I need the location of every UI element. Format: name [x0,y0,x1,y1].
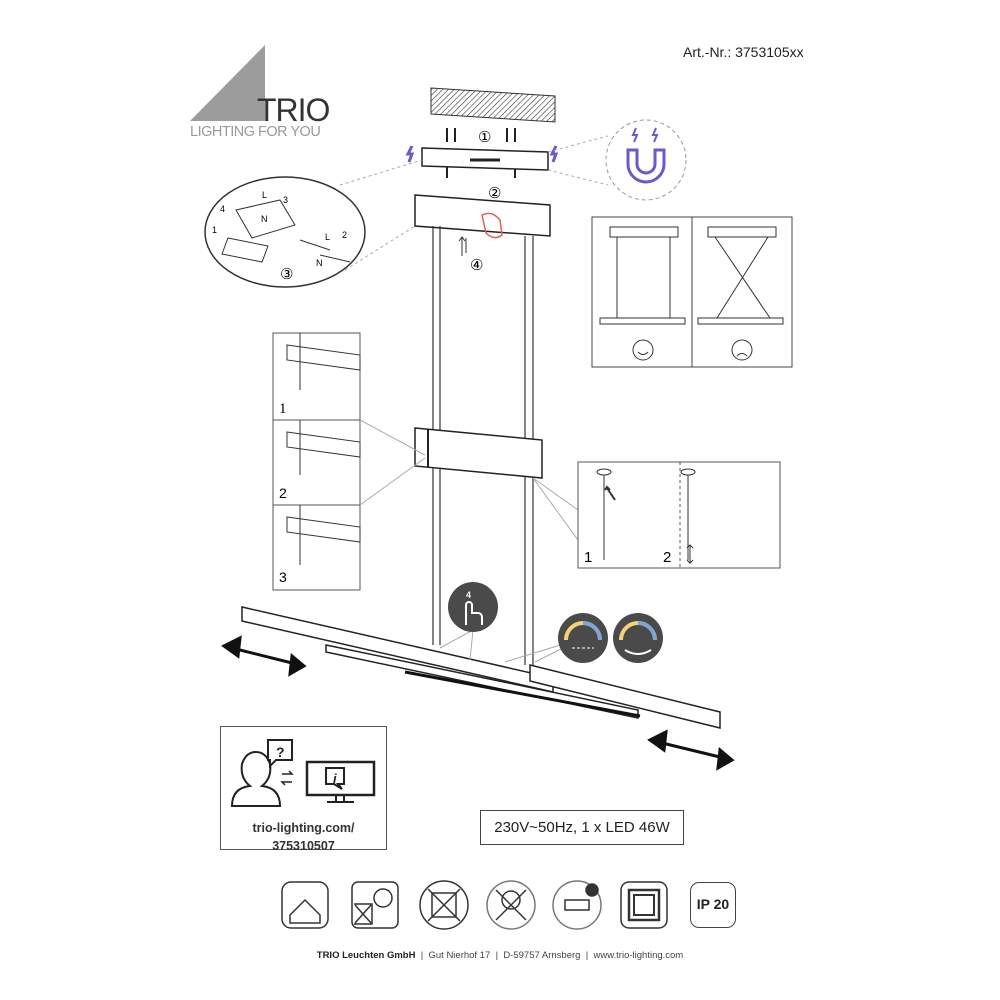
svg-text:2: 2 [663,549,671,566]
footer: TRIO Leuchten GmbH | Gut Nierhof 17 | D-… [316,950,684,961]
footer-address: Gut Nierhof 17 [428,950,491,961]
extend-arrow-left [221,635,307,677]
color-temperature-icon [558,613,608,663]
indoor-use-icon [281,881,329,929]
ip-rating-icon: IP 20 [690,882,736,928]
release-cable-panel [577,461,781,569]
protection-class-2-icon [620,881,668,929]
magnet-bolt-right [549,145,559,163]
no-dimmer-icon [351,881,399,929]
question-bubble-icon [267,739,293,769]
step-1-label: ① [478,129,491,146]
cable-adjust-panel [272,332,361,591]
height-adjuster-bracket [414,427,543,479]
wiring-detail-ellipse [204,176,366,288]
smile-icon [632,339,654,361]
magnet-icon [626,148,666,184]
svg-text:4: 4 [466,590,471,600]
svg-text:i: i [333,771,337,786]
step-3-label: ③ [280,266,293,283]
logo-triangle [190,45,265,121]
monitor-info-icon [305,760,376,797]
footer-company: TRIO Leuchten GmbH [316,950,416,961]
support-icons: ? i [230,739,376,807]
led-not-replaceable-icon [486,880,536,930]
svg-text:?: ? [276,744,285,760]
magnet-detail-circle [605,119,687,201]
symbol-icons [281,880,668,930]
terminal-block [221,199,351,263]
dowels-screws [446,128,516,178]
svg-text:3: 3 [283,195,288,205]
logo-brand: TRIO [257,92,330,128]
svg-text:3: 3 [279,569,287,585]
info-url-line1[interactable]: trio-lighting.com/ [252,821,355,835]
ceiling-plate [430,87,556,123]
svg-text:N: N [261,214,268,224]
svg-text:L: L [262,190,267,200]
remote-control-icon [552,880,602,930]
svg-text:L: L [325,232,330,242]
svg-text:2: 2 [279,485,287,501]
svg-text:2: 2 [342,230,347,240]
footer-website[interactable]: www.trio-lighting.com [593,950,684,961]
svg-text:1: 1 [279,401,287,417]
electrical-spec: 230V~50Hz, 1 x LED 46W [480,810,684,845]
extend-arrow-right [647,729,735,771]
svg-text:4: 4 [220,204,225,214]
step-2-label: ② [488,185,501,202]
svg-text:N: N [316,258,323,268]
not-on-flammable-surface-icon [419,880,469,930]
magnet-bolt-left [405,145,415,163]
step-4-label: ④ [470,257,483,274]
user-icon [230,750,282,807]
article-number: Art.-Nr.: 3753105xx [683,44,804,60]
hand-icon [481,212,503,239]
svg-text:1: 1 [584,549,592,566]
logo-tagline: LIGHTING FOR YOU [190,124,321,140]
online-info-box: trio-lighting.com/ 375310507 [220,726,387,853]
info-url-line2[interactable]: 375310507 [272,839,335,853]
svg-text:1: 1 [212,225,217,235]
footer-city: D-59757 Arnsberg [503,950,581,961]
frown-icon [731,339,753,361]
